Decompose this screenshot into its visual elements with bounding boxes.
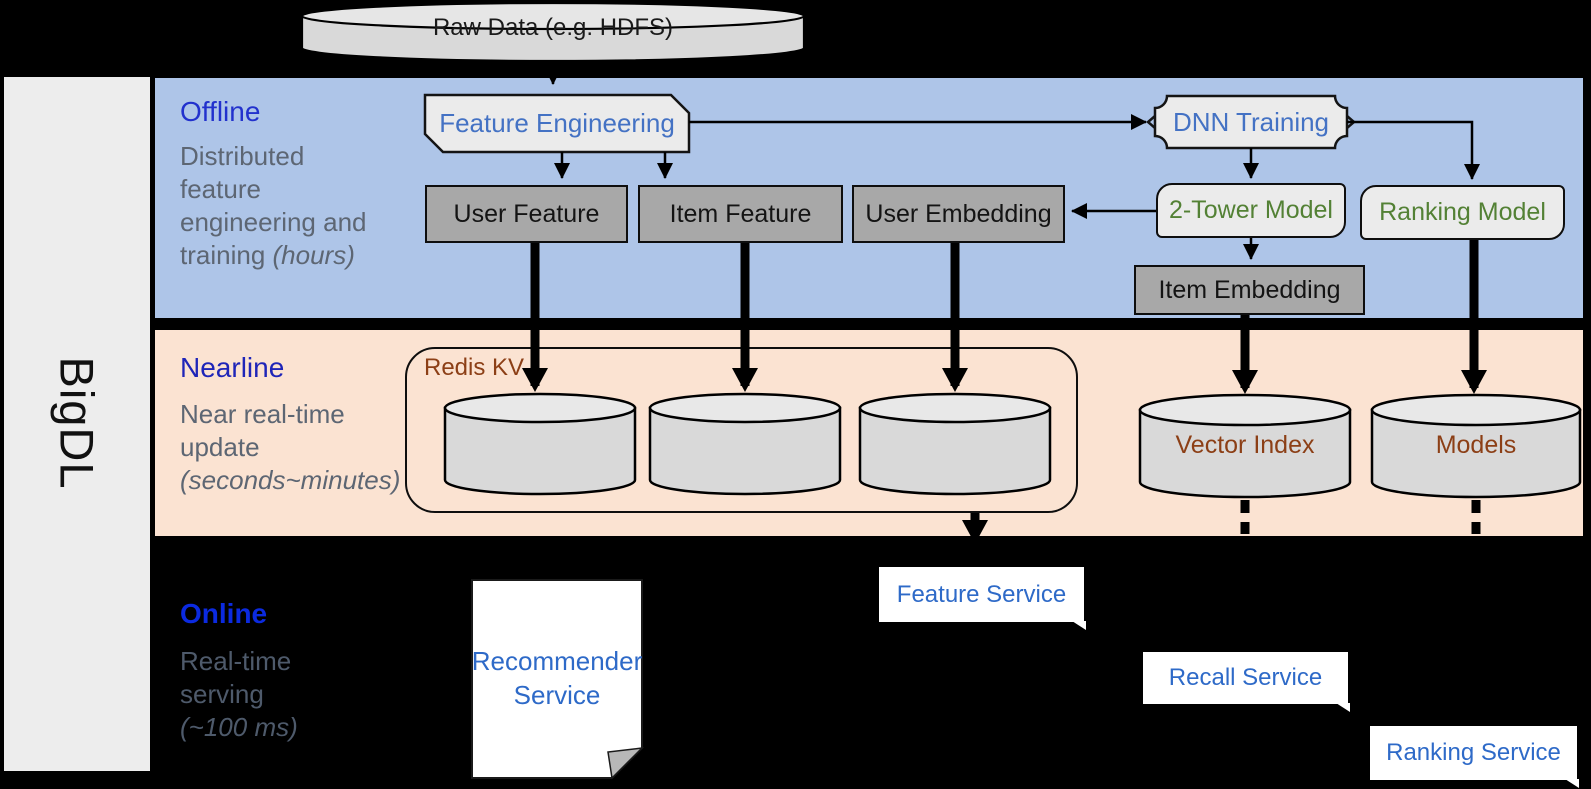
item-feature-node: Item Feature: [638, 185, 843, 243]
nearline-description: Near real-time update(seconds~minutes): [180, 398, 400, 497]
ranking-service-node: Ranking Service: [1370, 726, 1579, 788]
offline-description-tail: training: [180, 240, 273, 270]
ranking-model-node: Ranking Model: [1360, 185, 1565, 240]
recommender-service-label: Recommender Service: [471, 646, 643, 710]
online-description: Real-time serving(~100 ms): [180, 645, 298, 744]
item-embedding-node: Item Embedding: [1134, 265, 1365, 315]
nearline-description-lines: Near real-time update: [180, 399, 345, 462]
feature-service-node: Feature Service: [879, 567, 1086, 630]
raw-data-label: Raw Data (e.g. HDFS): [432, 14, 674, 41]
vector-index-label: Vector Index: [1175, 430, 1315, 459]
feature-engineering-label: Feature Engineering: [439, 108, 675, 138]
user-embedding-node: User Embedding: [852, 185, 1065, 243]
offline-description-italic: (hours): [272, 240, 355, 270]
models-label: Models: [1435, 430, 1517, 459]
user-feature-node: User Feature: [425, 185, 628, 243]
offline-heading: Offline: [180, 96, 261, 127]
bigdl-sidebar: [4, 77, 150, 771]
offline-description-lines: Distributed feature engineering and: [180, 141, 367, 237]
recall-service-node: Recall Service: [1143, 652, 1350, 712]
nearline-description-italic: (seconds~minutes): [180, 465, 401, 495]
bigdl-logo-text: BigDL: [50, 356, 104, 490]
online-description-italic: (~100 ms): [180, 712, 298, 742]
online-description-lines: Real-time serving: [180, 646, 292, 709]
redis-kv-label: Redis KV: [424, 354, 525, 381]
two-tower-model-node: 2-Tower Model: [1156, 183, 1346, 238]
dnn-training-label: DNN Training: [1172, 106, 1330, 137]
nearline-heading: Nearline: [180, 352, 285, 383]
online-heading: Online: [180, 598, 268, 629]
